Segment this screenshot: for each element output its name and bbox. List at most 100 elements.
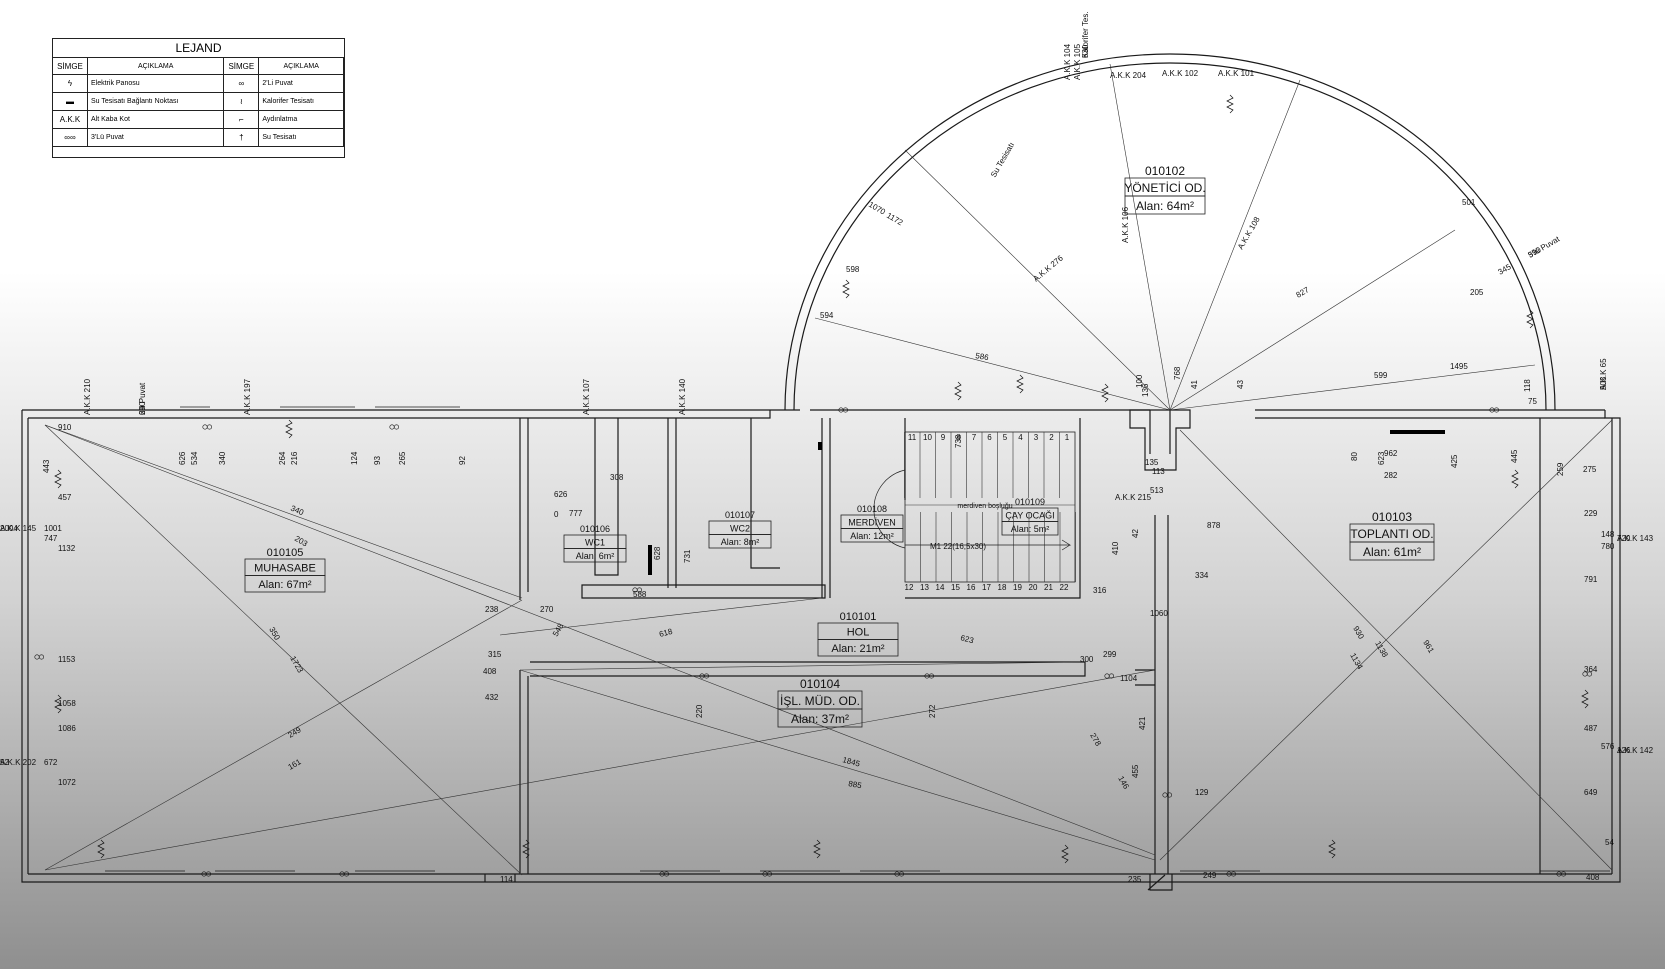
socket-icon [38,654,44,660]
annotation-text: 136 [1141,383,1150,397]
annotation-text: 618 [658,627,674,639]
annotation-text: 126 [1617,746,1631,755]
annotation-text: 408 [483,667,497,676]
annotation-text: 425 [1450,454,1459,468]
room-name: MERDİVEN [848,517,896,527]
dimension-line [1109,63,1171,411]
socket-icon [703,673,709,679]
legend-title: LEJAND [53,39,344,58]
annotation-text: 720 [1617,534,1631,543]
legend-header: AÇIKLAMA [87,58,225,75]
annotation-text: 623 [959,633,975,645]
stair-step-number: 18 [998,583,1007,592]
annotation-text: 316 [1093,586,1107,595]
room-area: Alan: 5m² [1011,524,1050,534]
annotation-text: 410 [1111,541,1120,555]
room-name: TOPLANTI OD. [1350,527,1433,541]
annotation-text: 2004 [0,524,18,533]
annotation-text: 628 [653,546,662,560]
room-code: 010106 [580,524,610,534]
rough-level-icon: A.K.K [53,110,88,129]
annotation-text: 885 [848,779,863,790]
legend-row: A.K.K Alt Kaba Kot ⌐ Aydınlatma [53,110,344,129]
legend-header: AÇIKLAMA [258,58,344,75]
annotation-text: 1070 [867,200,887,217]
annotation-text: 93 [373,456,382,465]
room-area-box [1001,521,1059,536]
room-area: Alan: 21m² [831,643,885,655]
room-code: 010105 [267,547,304,559]
annotation-text: 148 [1601,530,1615,539]
dimension-lines [44,63,1613,876]
socket-icon [343,871,349,877]
annotation-text: 780 [1601,542,1615,551]
dimension-line [904,149,1171,411]
annotation-text: 1104 [1120,674,1138,683]
annotation-text: 205 [1470,288,1484,297]
stair-curve [873,469,906,549]
annotation-text: A.K.K 102 [1162,69,1199,78]
annotation-text: 421 [1138,716,1147,730]
annotation-text: 827 [1295,285,1312,300]
socket-icon [393,424,399,430]
legend-desc: Su Tesisatı Bağlantı Noktası [87,92,225,111]
stair-step-number: 5 [1003,433,1008,442]
room-code: 010108 [857,504,887,514]
stair-step-number: 12 [905,583,914,592]
room-area: Alan: 67m² [258,579,312,591]
annotation-text: 586 [975,351,990,362]
annotation-text: 534 [190,451,199,465]
annotation-text: A.K.K 106 [1121,206,1130,243]
annotation-text: A.K.K 204 [1110,71,1147,80]
triple-socket-icon: ∞∞ [53,128,88,147]
annotation-text: 114 [500,875,513,884]
stair-spec: M1 22(16,5x30) [930,542,986,551]
annotation-text: 75 [1528,397,1537,406]
wall [750,418,780,569]
annotation-text: 1495 [1450,362,1468,371]
annotation-text: A.K.K 276 [1032,253,1066,283]
annotation-text: 487 [1584,724,1598,733]
annotation-text: 340 [218,451,227,465]
wall [905,418,1081,599]
annotation-text: 299 [1103,650,1117,659]
annotation-text: 92 [458,456,467,465]
room-name: İŞL. MÜD. OD. [780,694,860,708]
annotation-text: 54 [1605,838,1614,847]
annotation-text: 334 [1195,571,1209,580]
legend-desc: Alt Kaba Kot [87,110,225,129]
annotation-text: 630 [1081,44,1090,58]
stair-step-number: 21 [1044,583,1053,592]
socket-icon [898,871,904,877]
stair-step-number: 8 [956,433,961,442]
stair-step-number: 22 [1060,583,1069,592]
annotation-text: 501 [1462,198,1476,207]
legend-header: SİMGE [53,58,88,75]
annotation-text: 1138 [1373,640,1390,660]
room-name: MUHASABE [254,563,316,575]
room-name: HOL [847,627,870,639]
annotation-text: 513 [1150,486,1164,495]
annotation-text: 598 [846,265,860,274]
legend-desc: Su Tesisatı [258,128,344,147]
annotation-text: 42 [1131,529,1140,538]
annotation-text: 599 [1374,371,1388,380]
legend-header-row: SİMGE AÇIKLAMA SİMGE AÇIKLAMA [53,58,344,75]
socket-icon [206,871,212,877]
dimension-line [499,597,823,636]
annotation-text: 455 [1131,764,1140,778]
annotation-text: 259 [1556,462,1565,476]
stair-step-number: 11 [908,433,917,442]
room-area: Alan: 61m² [1363,545,1421,559]
annotation-text: 113 [1152,467,1165,476]
wall [28,410,771,419]
legend-row: ϟ Elektrik Panosu ∞ 2'Li Puvat [53,74,344,93]
annotation-text: 910 [58,423,72,432]
stair-void-label: merdiven boşluğu [957,503,1012,510]
heating-icon [813,839,821,859]
stair-step-number: 13 [920,583,929,592]
